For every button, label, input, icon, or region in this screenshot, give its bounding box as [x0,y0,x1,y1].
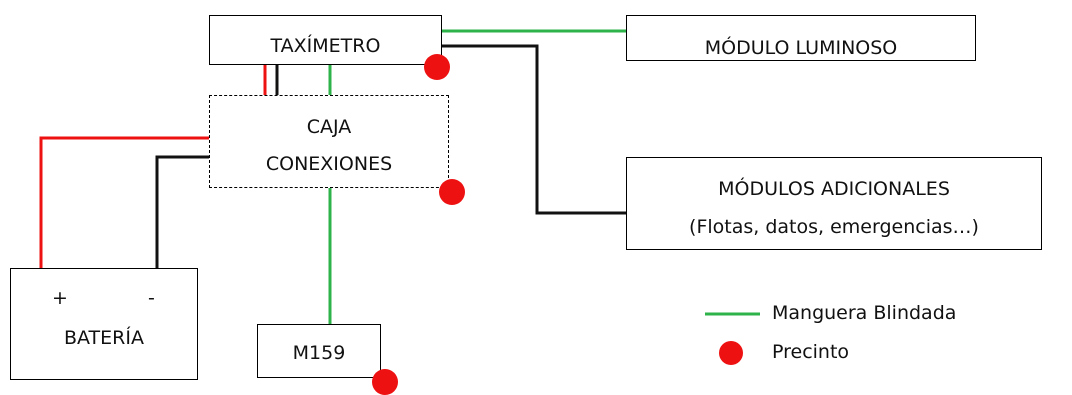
modulo-luminoso-label: MÓDULO LUMINOSO [704,37,898,59]
taximetro-box: TAXÍMETRO [209,15,442,65]
bateria-plus-terminal: + [52,287,68,309]
seal-m159 [372,369,398,395]
legend-item-precinto: Precinto [772,341,850,363]
legend-red-dot [719,341,743,365]
modulos-adicionales-label-line2: (Flotas, datos, emergencias…) [689,216,979,238]
wire-taximetro-adicionales [442,44,626,215]
bateria-label: BATERÍA [64,327,144,349]
m159-label: M159 [292,342,346,364]
bateria-box: + - BATERÍA [10,268,198,380]
seal-caja-conexiones [439,179,465,205]
m159-box: M159 [257,324,381,378]
modulos-adicionales-label-line1: MÓDULOS ADICIONALES [718,178,950,200]
modulos-adicionales-box: MÓDULOS ADICIONALES (Flotas, datos, emer… [626,157,1042,250]
caja-conexiones-label-line2: CONEXIONES [265,153,393,175]
seal-taximetro [424,54,450,80]
caja-conexiones-box: CAJA CONEXIONES [209,95,449,188]
modulo-luminoso-box: MÓDULO LUMINOSO [626,15,976,61]
wire-black-caja-bateria [155,155,209,268]
legend-item-manguera-blindada: Manguera Blindada [772,302,957,324]
caja-conexiones-label-line1: CAJA [306,116,352,138]
wire-red-caja-bateria [39,136,209,268]
bateria-minus-terminal: - [148,287,155,309]
taximetro-label: TAXÍMETRO [270,35,381,57]
